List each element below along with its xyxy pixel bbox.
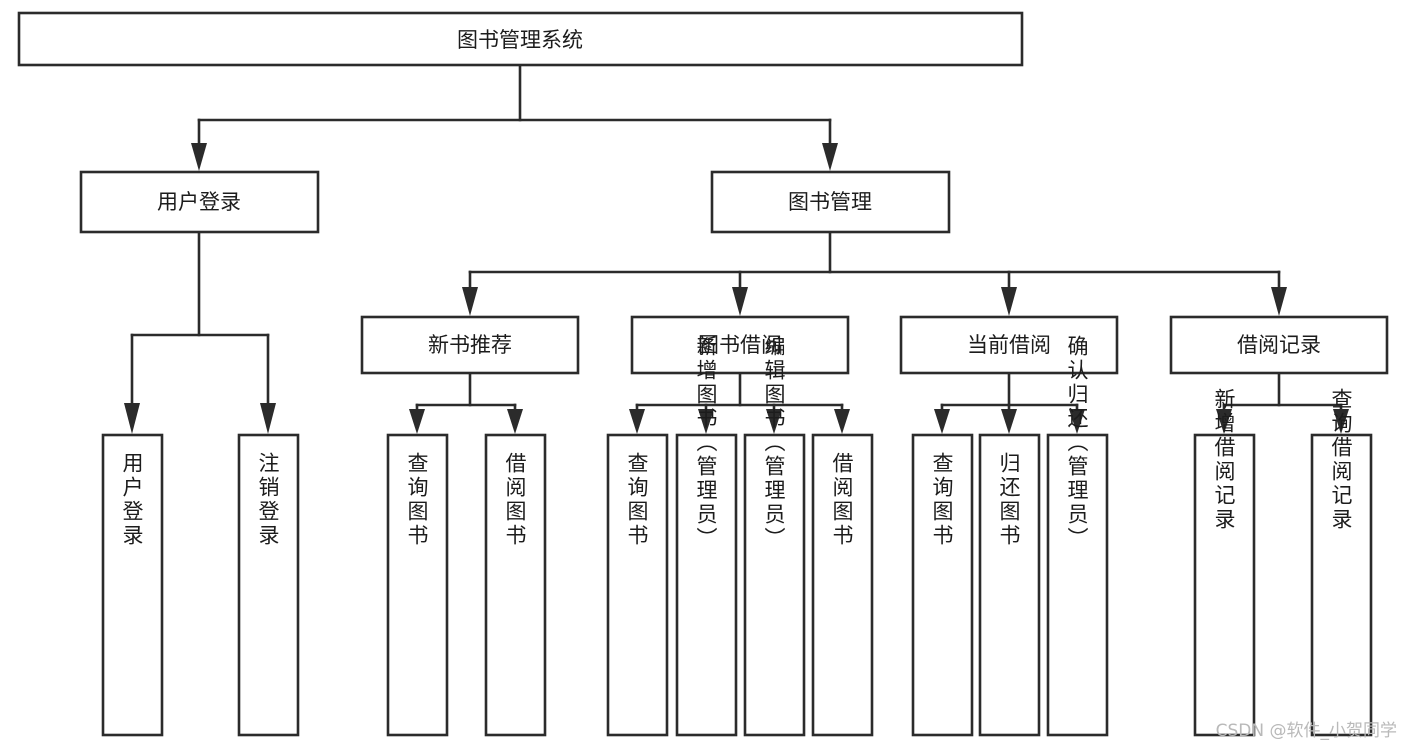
arrow-userlogin-leaf-1 (124, 403, 140, 434)
leaf-new-book-1-box[interactable] (386, 433, 449, 737)
arrow-bookborrow-leaf-2 (698, 409, 714, 434)
csdn-watermark: CSDN @软件_小贺同学 (1215, 721, 1397, 741)
leaf-user-login-1-box[interactable] (101, 433, 164, 737)
arrow-borrowrecord-leaf-1 (1216, 409, 1232, 434)
leaf-borrow-record-1-label: 新增借阅记录 (1212, 388, 1236, 532)
arrow-bookmgmt-to-new-book (462, 287, 478, 316)
leaf-book-borrow-4[interactable]: 借阅图书 (811, 433, 874, 737)
leaf-book-borrow-4-label: 借阅图书 (830, 452, 854, 548)
leaf-book-borrow-2-box[interactable] (675, 433, 738, 737)
leaf-new-book-1-label: 查询图书 (405, 452, 429, 548)
arrow-root-to-book-mgmt (822, 143, 838, 171)
arrow-userlogin-leaf-2 (260, 403, 276, 434)
leaf-current-borrow-1-label: 查询图书 (930, 452, 954, 548)
node-book-management-box[interactable] (710, 170, 951, 234)
node-book-management[interactable]: 图书管理 (710, 170, 951, 234)
leaf-borrow-record-2-box[interactable] (1310, 433, 1373, 737)
arrow-newbook-leaf-2 (507, 409, 523, 434)
connector-layer (124, 63, 1349, 434)
arrow-bookmgmt-to-current-borrow (1001, 287, 1017, 316)
leaf-new-book-1[interactable]: 查询图书 (386, 433, 449, 737)
leaf-book-borrow-4-box[interactable] (811, 433, 874, 737)
arrow-bookborrow-leaf-3 (766, 409, 782, 434)
leaf-book-borrow-1-box[interactable] (606, 433, 669, 737)
leaf-borrow-record-2[interactable]: 查询借阅记录 (1310, 388, 1373, 737)
node-user-login[interactable]: 用户登录 (79, 170, 320, 234)
leaf-user-login-2-box[interactable] (237, 433, 300, 737)
arrow-bookborrow-leaf-1 (629, 409, 645, 434)
leaf-book-borrow-1-label: 查询图书 (625, 452, 649, 548)
node-borrow-record-box[interactable] (1169, 315, 1389, 375)
leaf-user-login-2[interactable]: 注销登录 (237, 433, 300, 737)
leaf-borrow-record-1[interactable]: 新增借阅记录 (1193, 388, 1256, 737)
node-borrow-record-label: 借阅记录 (1237, 333, 1321, 357)
arrow-newbook-leaf-1 (409, 409, 425, 434)
node-new-book-recommend-box[interactable] (360, 315, 580, 375)
arrow-currentborrow-leaf-3 (1069, 409, 1085, 434)
arrow-bookmgmt-to-borrow-record (1271, 287, 1287, 316)
leaf-current-borrow-3[interactable]: 确认归还（管理员） (1046, 335, 1109, 737)
node-book-borrow-label: 图书借阅 (698, 333, 782, 357)
leaf-new-book-2-label: 借阅图书 (503, 452, 527, 548)
leaf-current-borrow-1[interactable]: 查询图书 (911, 433, 974, 737)
arrow-bookborrow-leaf-4 (834, 409, 850, 434)
node-root[interactable]: 图书管理系统 (17, 11, 1024, 67)
leaf-book-borrow-2-label: 新增图书（管理员） (694, 335, 718, 551)
node-book-borrow-box[interactable] (630, 315, 850, 375)
node-current-borrow-box[interactable] (899, 315, 1119, 375)
arrow-bookmgmt-to-book-borrow (732, 287, 748, 316)
leaf-new-book-2-box[interactable] (484, 433, 547, 737)
leaf-book-borrow-1[interactable]: 查询图书 (606, 433, 669, 737)
leaf-current-borrow-2[interactable]: 归还图书 (978, 433, 1041, 737)
node-current-borrow-label: 当前借阅 (967, 333, 1051, 357)
leaf-book-borrow-3-box[interactable] (743, 433, 806, 737)
node-user-login-label: 用户登录 (157, 190, 241, 214)
arrow-currentborrow-leaf-1 (934, 409, 950, 434)
leaf-book-borrow-3-label: 编辑图书（管理员） (762, 335, 786, 551)
node-root-label: 图书管理系统 (457, 28, 583, 52)
leaf-current-borrow-2-box[interactable] (978, 433, 1041, 737)
node-current-borrow[interactable]: 当前借阅 (899, 315, 1119, 375)
arrow-root-to-user-login (191, 143, 207, 171)
arrow-currentborrow-leaf-2 (1001, 409, 1017, 434)
node-book-borrow[interactable]: 图书借阅 (630, 315, 850, 375)
node-new-book-recommend-label: 新书推荐 (428, 333, 512, 357)
leaf-new-book-2[interactable]: 借阅图书 (484, 433, 547, 737)
leaf-user-login-2-label: 注销登录 (256, 452, 280, 548)
leaf-borrow-record-2-label: 查询借阅记录 (1329, 388, 1353, 532)
leaf-book-borrow-3[interactable]: 编辑图书（管理员） (743, 335, 806, 737)
node-new-book-recommend[interactable]: 新书推荐 (360, 315, 580, 375)
leaf-current-borrow-3-box[interactable] (1046, 433, 1109, 737)
arrow-borrowrecord-leaf-2 (1333, 409, 1349, 434)
leaf-current-borrow-3-label: 确认归还（管理员） (1065, 335, 1089, 551)
leaf-current-borrow-2-label: 归还图书 (997, 452, 1021, 548)
node-root-box[interactable] (17, 11, 1024, 67)
leaf-book-borrow-2[interactable]: 新增图书（管理员） (675, 335, 738, 737)
node-borrow-record[interactable]: 借阅记录 (1169, 315, 1389, 375)
node-book-management-label: 图书管理 (788, 190, 872, 214)
node-user-login-box[interactable] (79, 170, 320, 234)
leaf-user-login-1-label: 用户登录 (120, 452, 144, 548)
leaf-borrow-record-1-box[interactable] (1193, 433, 1256, 737)
leaf-user-login-1[interactable]: 用户登录 (101, 433, 164, 737)
leaf-current-borrow-1-box[interactable] (911, 433, 974, 737)
